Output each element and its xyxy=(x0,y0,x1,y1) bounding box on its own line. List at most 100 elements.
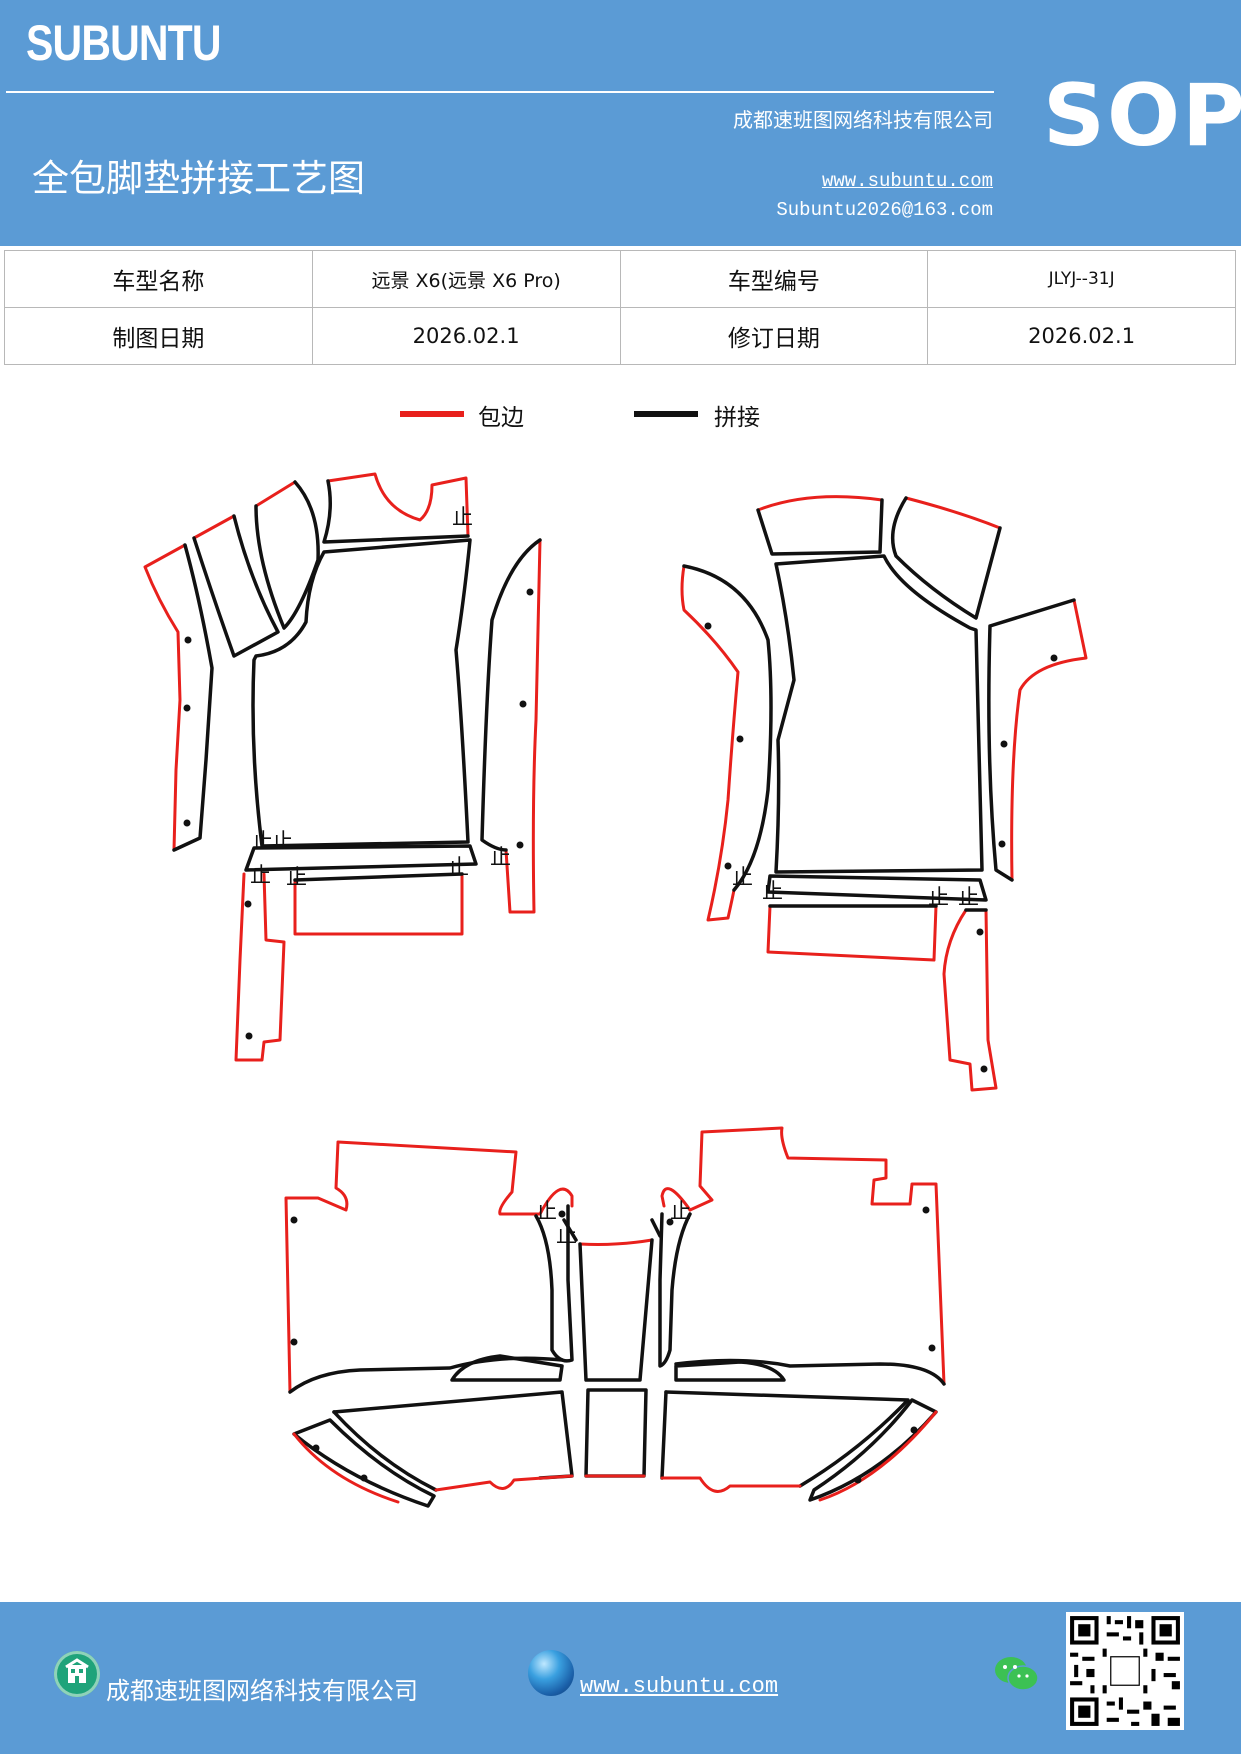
table-row: 车型名称 远景 X6(远景 X6 Pro) 车型编号 JLYJ--31J xyxy=(4,250,1236,308)
rear-right-tunnel-seam xyxy=(658,1212,692,1368)
revision-date-label: 修订日期 xyxy=(619,307,929,365)
rivet-dot xyxy=(312,1444,320,1452)
rivet-dot xyxy=(245,1032,253,1040)
rear-right-inner-strip xyxy=(674,1360,786,1382)
rear-right-panel-edge xyxy=(660,1476,802,1493)
pass-bottom-strip-edge xyxy=(942,908,998,1092)
driver-floor-main xyxy=(251,538,472,848)
rivet-dot xyxy=(736,735,744,743)
rear-tunnel-edge xyxy=(578,1238,654,1246)
footer-company: 成都速班图网络科技有限公司 xyxy=(106,1677,418,1705)
stop-mark: 止 xyxy=(762,879,783,903)
pass-top-left-edge xyxy=(756,495,884,512)
left-strip-seam xyxy=(172,543,214,852)
right-strip-edge xyxy=(504,538,542,914)
rivet-dot xyxy=(526,588,534,596)
model-name-label: 车型名称 xyxy=(4,250,313,308)
rear-left-wedge xyxy=(292,1418,436,1508)
revision-date-value: 2026.02.1 xyxy=(927,307,1236,365)
header-email: Subuntu2026@163.com xyxy=(776,199,993,221)
rivet-dot xyxy=(922,1206,930,1214)
rear-right-wedge xyxy=(808,1398,938,1502)
mat-assembly-drawing: .r { stroke: #e8201c; stroke-width: 3; }… xyxy=(143,472,1088,1508)
drawing-date-label: 制图日期 xyxy=(4,307,313,365)
pass-transverse-strip xyxy=(766,874,988,902)
rivet-dot xyxy=(360,1474,368,1482)
header-website-link[interactable]: www.subuntu.com xyxy=(821,170,993,192)
pass-top-right-edge xyxy=(904,496,1002,530)
rivet-dot xyxy=(290,1216,298,1224)
drawing-date-value: 2026.02.1 xyxy=(311,307,621,365)
pass-right-strip-edge xyxy=(1010,598,1088,882)
rivet-dot xyxy=(519,700,527,708)
stop-mark: 止 xyxy=(670,1199,691,1223)
legend-edge-swatch xyxy=(400,411,464,417)
rear-left-panel-edge xyxy=(434,1474,574,1492)
qr-code xyxy=(1066,1612,1184,1730)
left-strip-edge xyxy=(143,543,187,852)
rivet-dot xyxy=(244,900,252,908)
rear-left-top-edge xyxy=(284,1140,542,1394)
rivet-dot xyxy=(910,1426,918,1434)
driver-lower-edge xyxy=(293,872,464,936)
sop-badge: SOP xyxy=(1043,66,1241,166)
stop-mark: 止 xyxy=(556,1223,577,1247)
legend-seam-label: 拼接 xyxy=(714,405,760,431)
header-banner: SUBUNTU 成都速班图网络科技有限公司 全包脚垫拼接工艺图 www.subu… xyxy=(0,0,1241,246)
stop-mark: 止 xyxy=(286,865,307,889)
pass-left-strip-seam xyxy=(682,564,773,892)
rivet-dot xyxy=(980,1065,988,1073)
stop-mark: 止 xyxy=(448,855,469,879)
rivet-dot xyxy=(724,862,732,870)
stop-mark: 止 xyxy=(252,829,273,853)
driver-top-seam xyxy=(322,479,470,544)
rear-left-tunnel-seam xyxy=(534,1204,574,1363)
pass-top-left-seam xyxy=(756,498,884,556)
rear-left-bottom-seam xyxy=(288,1356,564,1394)
driver-side-mats: 止 止 止 止 止 止 止 xyxy=(143,472,542,1062)
rear-right-wedge-edge xyxy=(818,1410,938,1502)
rear-tunnel-join xyxy=(562,1218,662,1242)
rivet-dot xyxy=(704,622,712,630)
pass-top-right-seam xyxy=(890,496,1002,620)
stop-mark: 止 xyxy=(732,865,753,889)
footer-banner: 成都速班图网络科技有限公司 www.subuntu.com xyxy=(0,1602,1241,1754)
rear-right-panel-seam xyxy=(664,1390,910,1488)
legend-edge-label: 包边 xyxy=(478,405,524,431)
wechat-icon[interactable] xyxy=(994,1654,1040,1698)
rear-left-wedge-outer-edge xyxy=(292,1432,400,1504)
rivet-dot xyxy=(184,636,192,644)
rivet-dot xyxy=(1000,740,1008,748)
pass-left-strip-edge xyxy=(680,564,740,922)
rear-left-inner-strip xyxy=(450,1354,564,1382)
footer-website-link[interactable]: www.subuntu.com xyxy=(580,1674,779,1699)
model-code-label: 车型编号 xyxy=(619,250,929,308)
driver-lower-seam xyxy=(293,872,464,882)
globe-icon xyxy=(528,1650,574,1696)
mid-strip-seam xyxy=(192,514,280,658)
pass-floor-main xyxy=(774,554,984,874)
rear-right-notch-edge xyxy=(660,1187,692,1212)
driver-bottom-strip-edge xyxy=(234,872,286,1062)
stop-mark: 止 xyxy=(452,505,473,529)
rear-left-notch-edge xyxy=(538,1187,574,1216)
table-row: 制图日期 2026.02.1 修订日期 2026.02.1 xyxy=(4,307,1236,365)
model-code-value: JLYJ--31J xyxy=(927,250,1236,308)
stop-mark: 止 xyxy=(536,1199,557,1223)
model-name-value: 远景 X6(远景 X6 Pro) xyxy=(311,250,621,308)
rivet-dot xyxy=(1050,654,1058,662)
driver-transverse-strip xyxy=(244,844,478,872)
pass-right-strip-seam xyxy=(987,598,1076,882)
inner-strip-edge xyxy=(254,480,297,508)
brand-logo: SUBUNTU xyxy=(26,15,222,71)
rivet-dot xyxy=(854,1476,862,1484)
legend: 包边 拼接 xyxy=(400,398,850,438)
page-title: 全包脚垫拼接工艺图 xyxy=(32,157,365,200)
rivet-dot xyxy=(558,1210,566,1218)
rear-right-top-edge xyxy=(688,1126,946,1386)
rear-tunnel-seam xyxy=(578,1238,654,1382)
legend-seam-swatch xyxy=(634,411,698,417)
stop-mark: 止 xyxy=(490,845,511,869)
pass-lower-edge xyxy=(766,904,938,962)
passenger-side-mats: 止 止 止 止 xyxy=(680,495,1088,1092)
